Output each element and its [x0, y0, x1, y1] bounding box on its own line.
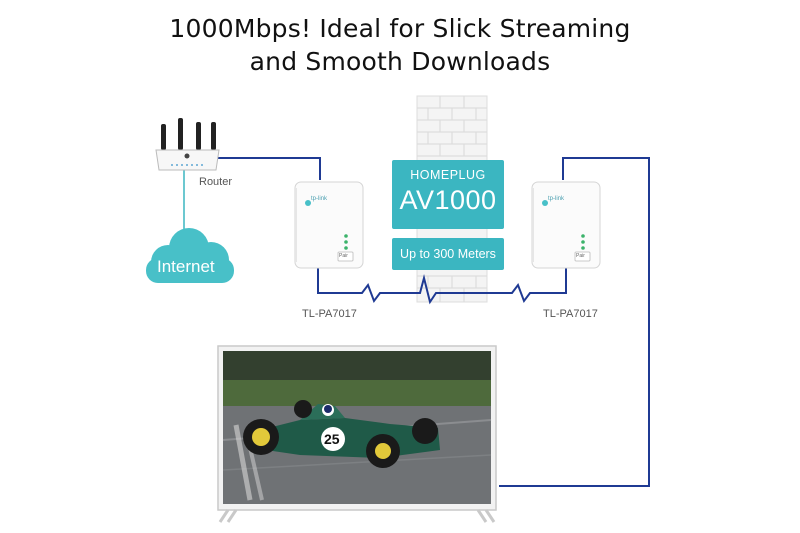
tv-to-adapter-cable: [499, 157, 650, 487]
cables: [214, 157, 650, 487]
headline-line-1: 1000Mbps! Ideal for Slick Streaming: [169, 14, 631, 43]
homeplug-big-label: AV1000: [399, 185, 497, 215]
headline-line-2: and Smooth Downloads: [249, 47, 551, 76]
powerline-wire: [317, 268, 567, 305]
car-number: 25: [324, 431, 340, 447]
range-badge: Up to 300 Meters: [392, 238, 504, 270]
router-label: Router: [199, 176, 233, 188]
homeplug-badge: HOMEPLUG AV1000: [392, 160, 504, 229]
router-to-adapter-cable: [214, 157, 321, 180]
adapter-left-model: TL-PA7017: [302, 308, 357, 320]
adapter-right-pair-button: Pair: [576, 253, 585, 259]
homeplug-small-label: HOMEPLUG: [410, 168, 486, 182]
tv-icon: [217, 345, 497, 523]
adapter-left-brand: tp-link: [311, 196, 328, 202]
powerline-adapter-left: [294, 181, 364, 269]
cloud-icon: [146, 228, 234, 283]
adapter-right-model: TL-PA7017: [543, 308, 598, 320]
router-icon: [155, 118, 220, 171]
adapter-left-pair-button: Pair: [339, 253, 348, 259]
powerline-adapter-right: [531, 181, 601, 269]
internet-label: Internet: [157, 257, 215, 276]
adapter-right-brand: tp-link: [548, 196, 565, 202]
